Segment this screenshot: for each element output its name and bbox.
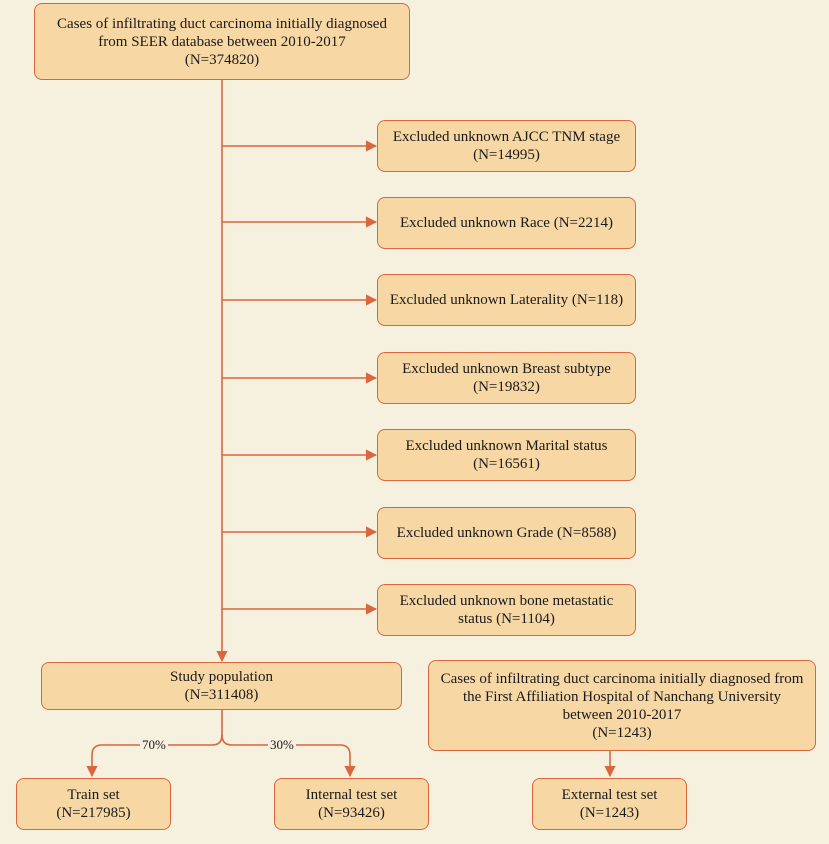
- seer-source-line-1: Cases of infiltrating duct carcinoma ini…: [57, 15, 387, 32]
- external-test-line-2: (N=1243): [579, 805, 640, 821]
- train-set-line-2: (N=217985): [56, 805, 131, 821]
- train-split-label: 70%: [140, 737, 168, 752]
- exclusion-subtype-line-1: Excluded unknown Breast subtype: [402, 361, 611, 377]
- exclusion-marital-line-2: (N=16561): [473, 456, 540, 472]
- exclusion-box-marital: Excluded unknown Marital status (N=16561…: [377, 429, 636, 481]
- study-population-line-2: (N=311408): [184, 687, 259, 703]
- exclusion-box-race: Excluded unknown Race (N=2214): [377, 197, 636, 249]
- external-source-line-3: between 2010-2017: [562, 706, 682, 723]
- internal-test-line-2: (N=93426): [318, 805, 385, 821]
- external-test-line-1: External test set: [561, 787, 658, 803]
- seer-source-line-3: (N=374820): [184, 51, 260, 68]
- seer-source-line-2: from SEER database between 2010-2017: [98, 33, 346, 50]
- exclusion-box-breast-subtype: Excluded unknown Breast subtype (N=19832…: [377, 352, 636, 404]
- train-set-line-1: Train set: [67, 787, 120, 803]
- exclusion-laterality-line-1: Excluded unknown Laterality (N=118): [389, 292, 624, 308]
- seer-source-box: Cases of infiltrating duct carcinoma ini…: [34, 3, 410, 80]
- exclusion-bone-line-2: status (N=1104): [458, 611, 555, 627]
- external-test-set-box: External test set (N=1243): [532, 778, 687, 830]
- external-source-line-2: the First Affiliation Hospital of Nancha…: [462, 688, 781, 705]
- exclusion-box-ajcc: Excluded unknown AJCC TNM stage (N=14995…: [377, 120, 636, 172]
- exclusion-box-laterality: Excluded unknown Laterality (N=118): [377, 274, 636, 326]
- exclusion-ajcc-line-2: (N=14995): [473, 147, 540, 163]
- external-source-line-4: (N=1243): [592, 724, 652, 741]
- external-source-line-1: Cases of infiltrating duct carcinoma ini…: [440, 670, 804, 687]
- exclusion-ajcc-line-1: Excluded unknown AJCC TNM stage: [392, 129, 621, 145]
- test-split-label: 30%: [268, 737, 296, 752]
- exclusion-box-grade: Excluded unknown Grade (N=8588): [377, 507, 636, 559]
- study-population-line-1: Study population: [170, 669, 273, 685]
- external-source-box: Cases of infiltrating duct carcinoma ini…: [428, 660, 816, 751]
- exclusion-marital-line-1: Excluded unknown Marital status: [405, 438, 608, 454]
- exclusion-subtype-line-2: (N=19832): [473, 379, 540, 395]
- exclusion-grade-line-1: Excluded unknown Grade (N=8588): [396, 525, 617, 541]
- internal-test-set-box: Internal test set (N=93426): [274, 778, 429, 830]
- exclusion-bone-line-1: Excluded unknown bone metastatic: [399, 593, 614, 609]
- exclusion-race-line-1: Excluded unknown Race (N=2214): [400, 215, 613, 231]
- exclusion-box-bone-metastatic: Excluded unknown bone metastatic status …: [377, 584, 636, 636]
- train-set-box: Train set (N=217985): [16, 778, 171, 830]
- internal-test-line-1: Internal test set: [305, 787, 398, 803]
- study-population-box: Study population (N=311408): [41, 662, 402, 710]
- test-split-arrow: [221, 734, 356, 778]
